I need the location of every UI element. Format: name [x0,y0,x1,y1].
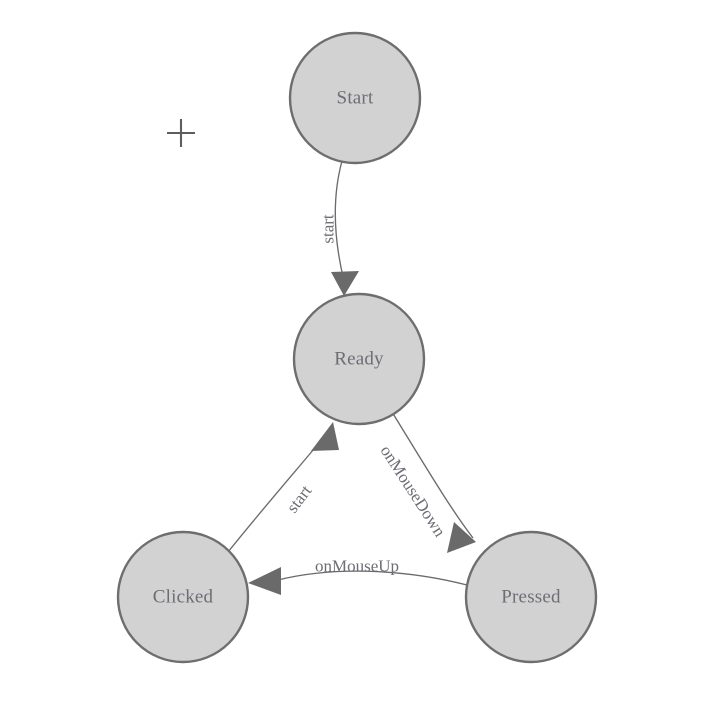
edge-pressed-to-clicked-path [277,570,468,586]
edge-ready-to-pressed-arrowhead [447,522,476,553]
edge-start-to-ready-arrowhead [331,271,359,296]
edge-ready-to-pressed-path [391,411,474,539]
edge-label-clicked-to-ready: start [283,481,316,516]
plus-icon [167,119,195,147]
node-clicked-circle[interactable] [116,530,250,664]
node-ready-circle[interactable] [292,292,426,426]
edge-pressed-to-clicked-arrowhead [248,567,281,595]
node-pressed[interactable]: Pressed [464,530,598,664]
node-ready-label: Ready [334,349,384,370]
edge-pressed-to-clicked[interactable]: onMouseUp [248,557,468,596]
edge-start-to-ready-path [334,160,345,282]
edge-clicked-to-ready[interactable]: start [227,422,339,553]
node-pressed-label: Pressed [501,587,561,608]
node-pressed-circle[interactable] [464,530,598,664]
edge-label-pressed-to-clicked: onMouseUp [315,557,399,576]
node-clicked-label: Clicked [153,587,214,608]
node-start-label: Start [337,88,374,109]
node-start-circle[interactable] [288,31,422,165]
node-ready[interactable]: Ready [292,292,426,426]
edge-start-to-ready[interactable]: start [319,160,360,296]
node-clicked[interactable]: Clicked [116,530,250,664]
edge-ready-to-pressed[interactable]: onMouseDown [376,411,476,553]
edge-label-ready-to-pressed: onMouseDown [376,442,449,541]
edge-label-start-to-ready: start [319,214,338,244]
edge-clicked-to-ready-arrowhead [311,422,339,451]
node-start[interactable]: Start [288,31,422,165]
